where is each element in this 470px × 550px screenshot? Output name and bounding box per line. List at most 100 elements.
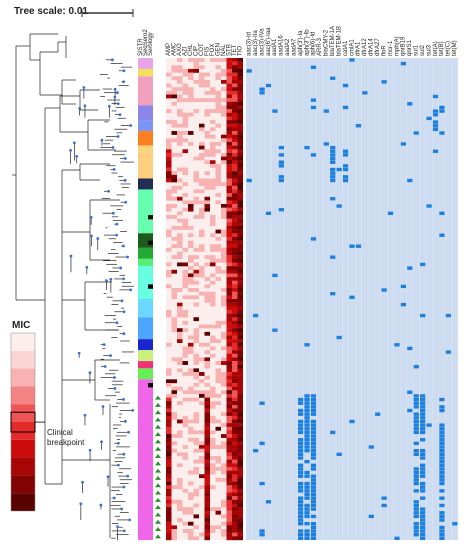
gene-present-cell [310, 430, 317, 435]
mic-cell [177, 185, 183, 190]
mic-cell [232, 58, 238, 62]
mic-cell [204, 525, 210, 530]
gene-present-cell [297, 408, 304, 413]
mic-cell [166, 72, 172, 77]
mic-cell [210, 160, 216, 165]
mic-cell [232, 244, 238, 249]
gene-present-cell [420, 408, 426, 413]
gene-present-cell [297, 441, 304, 446]
gene-present-cell [439, 525, 445, 530]
mic-cell [199, 532, 205, 537]
mic-cell [204, 434, 210, 438]
mic-cell [177, 255, 183, 260]
gene-present-cell [304, 449, 310, 453]
mic-cell [199, 211, 205, 216]
gene-present-cell [272, 109, 278, 113]
mic-cell [171, 215, 177, 219]
mic-cell [232, 466, 238, 471]
mic-cell [226, 342, 232, 347]
mic-cell [221, 182, 227, 187]
mic-cell [221, 470, 227, 475]
mic-cell [215, 456, 221, 460]
gene-present-cell [413, 423, 419, 427]
gene-present-cell [439, 434, 445, 438]
mic-cell [226, 269, 232, 274]
mic-cell [226, 229, 232, 234]
mic-cell [221, 98, 227, 103]
gene-present-cell [310, 500, 317, 504]
mic-cell [232, 65, 238, 70]
mic-cell [171, 255, 177, 260]
mic-cell [188, 98, 194, 103]
mic-cell [232, 412, 238, 417]
mic-cell [237, 240, 243, 245]
mic-cell [204, 437, 210, 442]
mic-cell [215, 277, 221, 281]
mic-cell [232, 277, 238, 281]
gene-present-cell [297, 529, 304, 533]
mic-cell [171, 196, 177, 201]
mic-cell [182, 273, 188, 278]
serovar-cell [148, 317, 153, 340]
mic-cell [215, 167, 221, 172]
gene-present-cell [407, 266, 413, 270]
mic-cell [237, 382, 243, 387]
mic-cell [226, 299, 232, 303]
mic-cell [177, 152, 183, 157]
mic-cell [226, 521, 232, 526]
column-label: STR [227, 43, 233, 56]
mic-cell [204, 503, 210, 508]
mic-cell [188, 386, 194, 391]
mic-cell [166, 412, 172, 417]
gene-present-cell [407, 408, 413, 413]
gene-present-cell [439, 503, 445, 508]
mic-cell [232, 134, 238, 139]
gene-present-cell [432, 120, 439, 124]
mic-cell [221, 521, 227, 526]
mic-cell [226, 481, 232, 486]
mic-cell [226, 87, 232, 92]
gene-present-cell [387, 211, 394, 216]
serovar-cell [138, 233, 143, 248]
mic-cell [177, 306, 183, 311]
mic-cell [171, 412, 177, 417]
mic-cell [188, 521, 194, 526]
gene-present-cell [297, 474, 304, 478]
mic-cell [232, 382, 238, 387]
gene-present-cell [420, 397, 426, 402]
mic-cell [166, 434, 172, 438]
mic-cell [232, 401, 238, 406]
mic-cell [232, 419, 238, 424]
mic-cell [177, 65, 183, 70]
mic-cell [232, 76, 238, 81]
mic-cell [237, 390, 243, 395]
mic-cell [182, 167, 188, 172]
mic-cell [177, 131, 183, 135]
mic-cell [204, 496, 210, 501]
mic-cell [193, 200, 199, 205]
mic-cell [226, 514, 232, 519]
tree-node [112, 496, 116, 500]
legend-swatch [11, 333, 35, 351]
mic-cell [215, 182, 221, 187]
tree-node [127, 430, 130, 434]
gene-present-cell [310, 105, 317, 110]
mic-cell [166, 393, 172, 398]
mic-cell [210, 445, 216, 449]
mic-cell [226, 397, 232, 402]
mic-cell [237, 448, 243, 453]
mic-cell [232, 477, 238, 482]
mic-cell [226, 134, 232, 139]
mic-cell [237, 90, 243, 95]
gene-present-cell [420, 456, 426, 460]
mic-cell [210, 401, 216, 406]
mic-cell [232, 236, 238, 241]
mic-cell [210, 419, 216, 424]
mic-cell [193, 357, 199, 362]
marker-triangle [155, 395, 161, 400]
mic-cell [232, 309, 238, 314]
mic-cell [166, 536, 172, 541]
mic-cell [177, 211, 183, 216]
column-label: aadA16 [279, 35, 285, 56]
gene-present-cell [297, 467, 304, 471]
